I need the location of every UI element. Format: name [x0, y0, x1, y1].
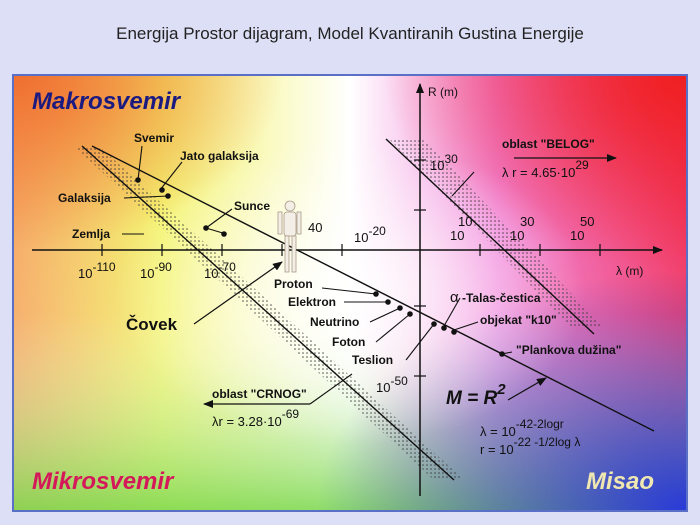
energy-space-diagram: R (m) λ (m) 10-110 10-90 10-70 1030 10-2… — [14, 76, 686, 510]
point-jato — [159, 187, 165, 193]
black-region-formula: λr = 3.28·10-69 — [212, 407, 299, 429]
label-foton: Foton — [332, 335, 365, 349]
point-k10 — [451, 329, 457, 335]
axis-ticks — [101, 159, 601, 377]
point-teslion — [431, 321, 437, 327]
tick-label-x30: 30 — [520, 214, 534, 229]
page-title: Energija Prostor dijagram, Model Kvantir… — [116, 24, 584, 43]
point-elektron — [385, 299, 391, 305]
corner-label-misao: Misao — [586, 468, 655, 495]
label-covek: Čovek — [126, 315, 178, 334]
equation-lambda: λ = 10-42-2logr — [480, 417, 564, 439]
tick-label-yneg20: 10-20 — [354, 224, 386, 245]
point-talas — [441, 325, 447, 331]
tick-label-neg90: 10-90 — [140, 260, 172, 281]
label-neutrino: Neutrino — [310, 315, 359, 329]
tick-label-x10-upper: 10 — [458, 214, 472, 229]
micro-leaders — [321, 287, 513, 361]
label-planck: "Plankova dužina" — [516, 343, 621, 357]
point-zemlja — [221, 231, 227, 237]
macro-leaders — [122, 145, 233, 235]
label-svemir: Svemir — [134, 131, 174, 145]
label-galaksija: Galaksija — [58, 191, 111, 205]
label-zemlja: Zemlja — [72, 227, 110, 241]
label-k10: objekat "k10" — [480, 313, 557, 327]
point-proton — [373, 291, 379, 297]
tick-label-40: 40 — [308, 220, 322, 235]
point-planck — [499, 351, 505, 357]
label-elektron: Elektron — [288, 295, 336, 309]
tick-label-x50: 50 — [580, 214, 594, 229]
corner-label-mikrosvemir: Mikrosvemir — [32, 468, 174, 495]
covek-arrow — [193, 261, 283, 325]
label-sunce: Sunce — [234, 199, 270, 213]
white-region-leader — [451, 171, 475, 197]
label-teslion: Teslion — [352, 353, 393, 367]
black-region-line — [81, 145, 455, 481]
white-region-formula: λ r = 4.65·1029 — [502, 158, 589, 180]
tick-label-yneg50: 10-50 — [376, 374, 408, 395]
label-alpha: α — [450, 289, 459, 306]
white-region-band — [389, 139, 604, 328]
label-white-region: oblast "BELOG" — [502, 137, 595, 151]
label-proton: Proton — [274, 277, 313, 291]
point-sunce — [203, 225, 209, 231]
equation-main: M = R2 — [446, 381, 506, 409]
corner-label-makrosvemir: Makrosvemir — [32, 88, 181, 115]
y-axis-label: R (m) — [428, 85, 458, 99]
label-black-region: oblast "CRNOG" — [212, 387, 307, 401]
point-svemir — [135, 177, 141, 183]
point-foton — [407, 311, 413, 317]
tick-label-x10-b: 10 — [510, 228, 524, 243]
tick-label-x10-a: 10 — [450, 228, 464, 243]
main-objects-line — [91, 145, 655, 432]
point-galaksija — [165, 193, 171, 199]
label-talas: -Talas-čestica — [462, 291, 541, 305]
black-region-leader — [309, 373, 353, 405]
tick-label-neg110: 10-110 — [78, 260, 116, 281]
tick-label-neg70: 10-70 — [204, 260, 236, 281]
tick-label-x10-c: 10 — [570, 228, 584, 243]
human-figure-icon — [277, 200, 302, 273]
label-jato: Jato galaksija — [180, 149, 259, 163]
tick-label-y30: 1030 — [430, 152, 458, 173]
x-axis-label: λ (m) — [616, 264, 643, 278]
equation-arrow — [507, 377, 547, 401]
diagram-panel: R (m) λ (m) 10-110 10-90 10-70 1030 10-2… — [12, 74, 688, 512]
background-center-glow — [14, 76, 686, 510]
point-neutrino — [397, 305, 403, 311]
equation-r: r = 10-22 -1/2log λ — [480, 435, 580, 457]
